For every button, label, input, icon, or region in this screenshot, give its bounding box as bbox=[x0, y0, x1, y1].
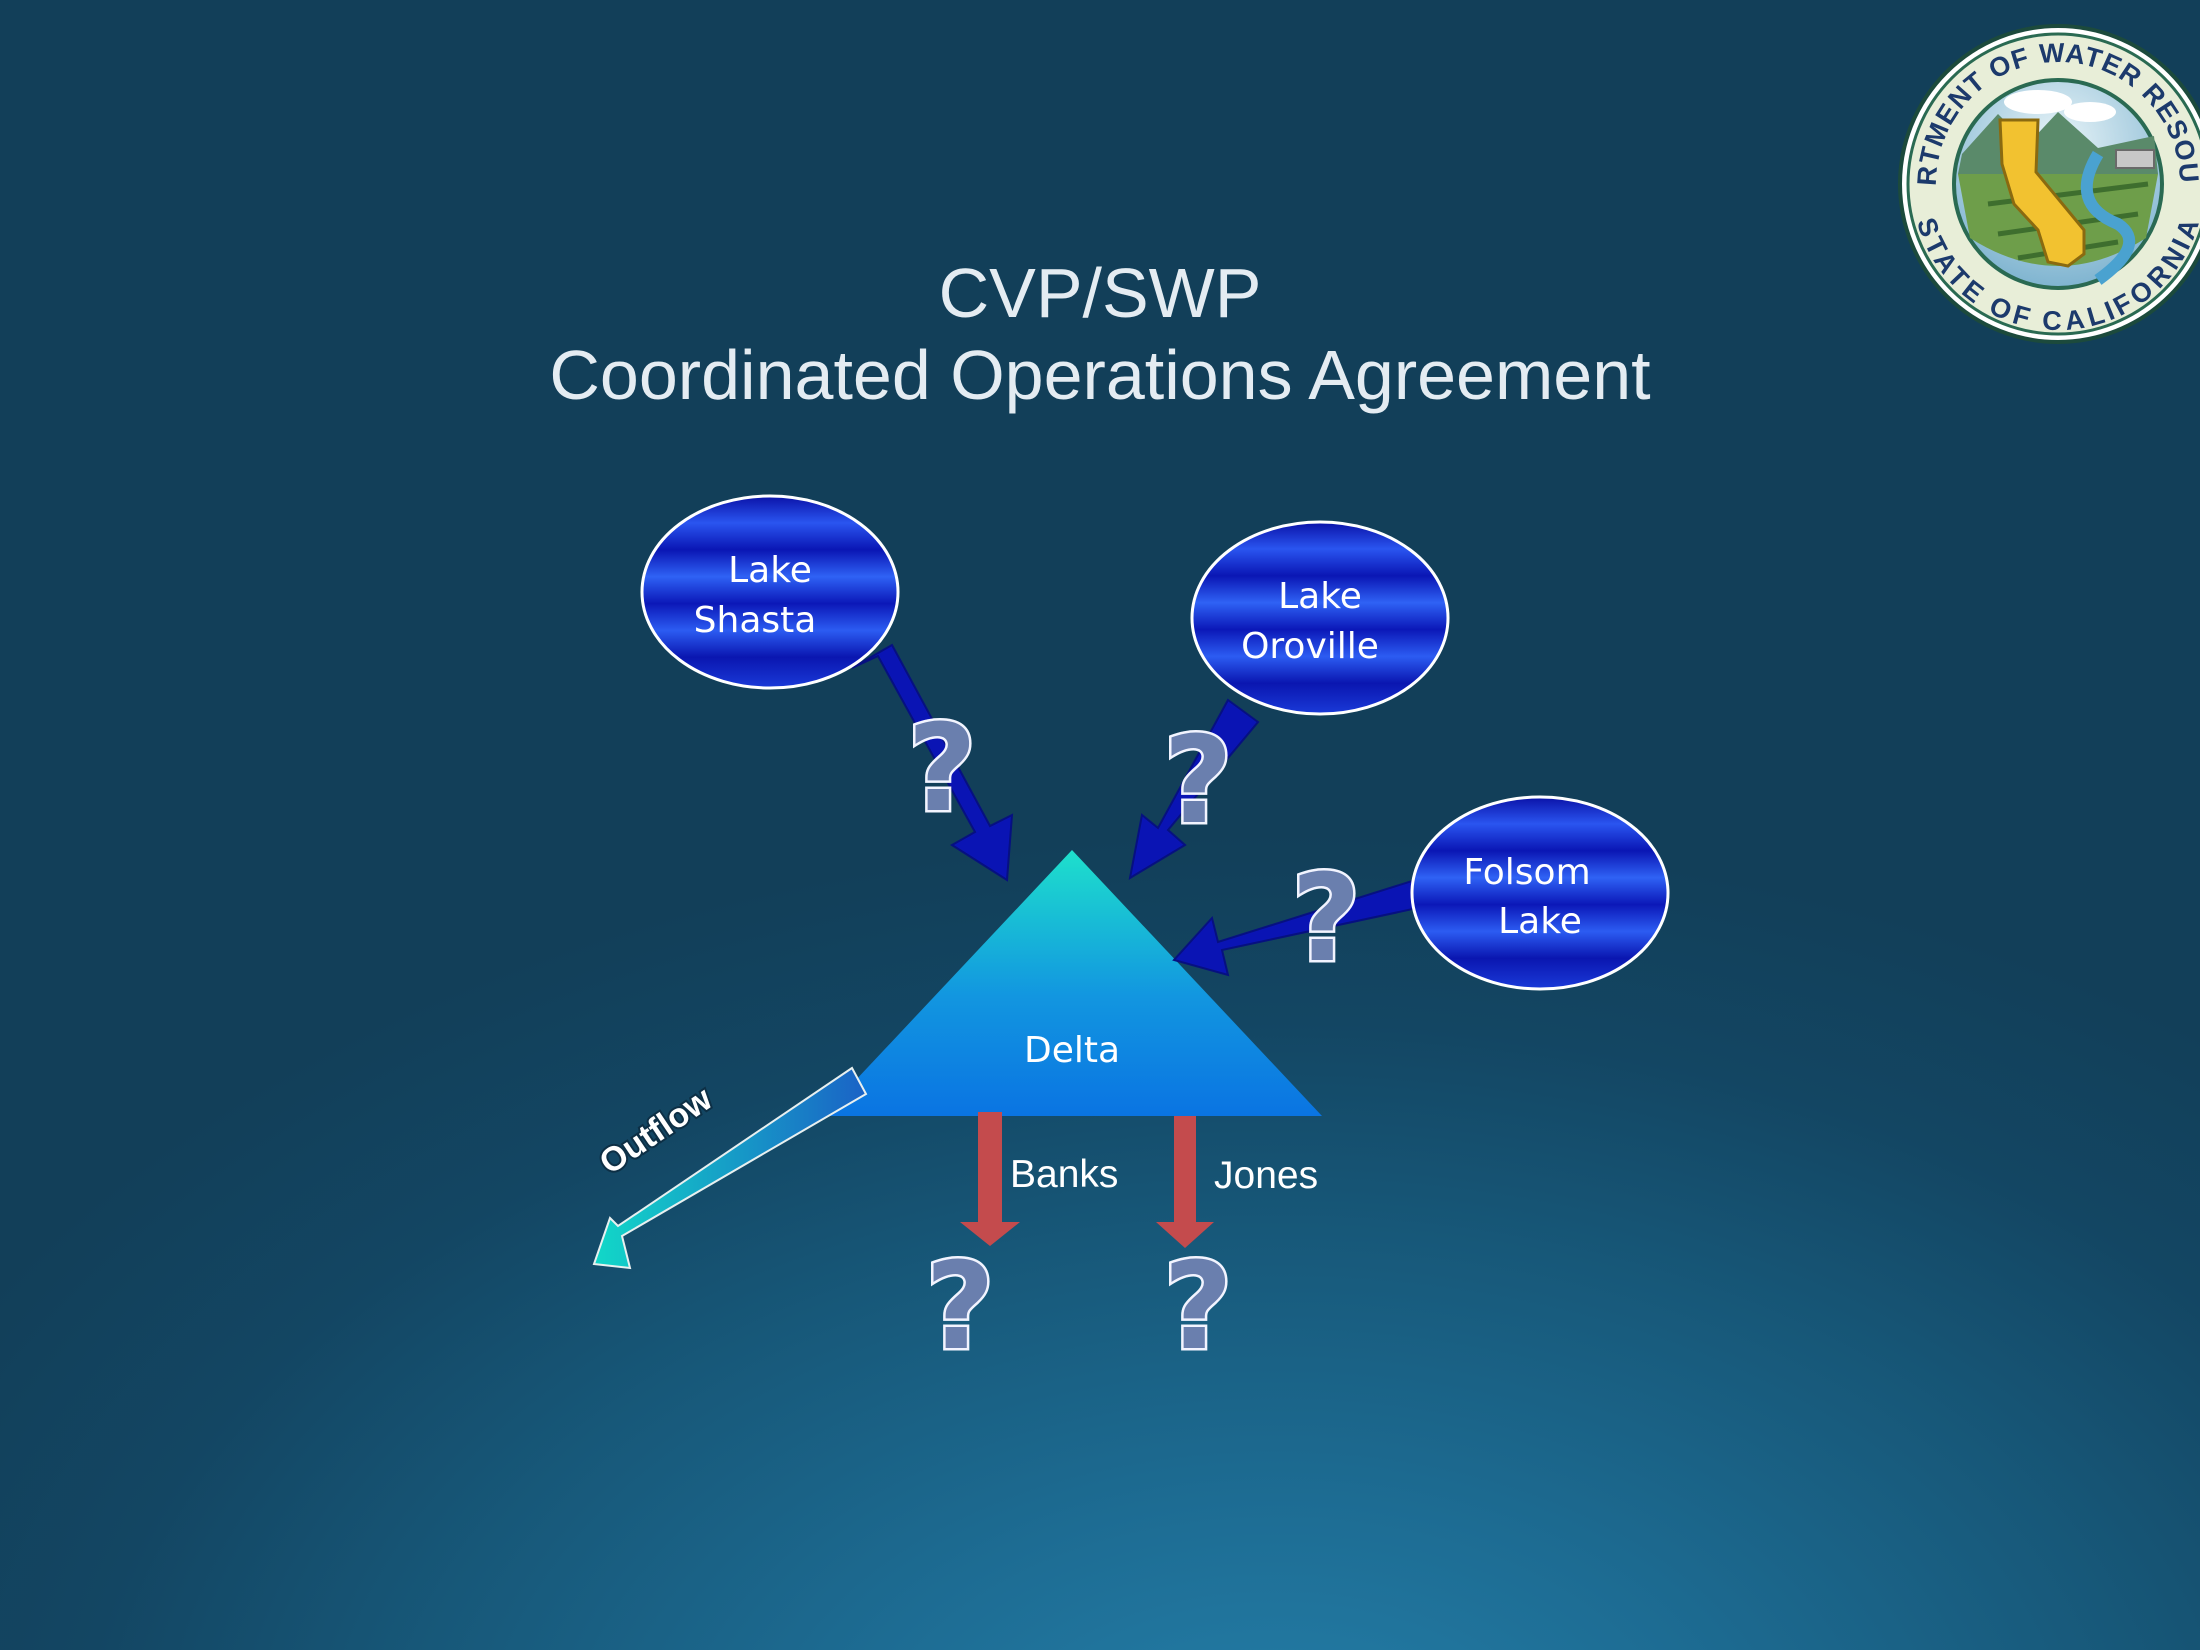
outflow-arrow bbox=[592, 1066, 868, 1270]
reservoir-lake-shasta[interactable]: Lake Shasta bbox=[640, 494, 900, 690]
lake-oroville-line2: Oroville bbox=[1241, 626, 1379, 667]
banks-label: Banks bbox=[1010, 1153, 1118, 1196]
delta-triangle bbox=[822, 850, 1322, 1116]
folsom-lake-line1: Folsom bbox=[1463, 852, 1590, 893]
delta-label: Delta bbox=[1024, 1030, 1120, 1071]
folsom-lake-line2: Lake bbox=[1498, 901, 1582, 942]
oroville-question-mark-icon: ? bbox=[1163, 712, 1233, 851]
outflow-label: Outflow bbox=[593, 1079, 720, 1182]
lake-shasta-line1: Lake bbox=[728, 550, 812, 591]
shasta-inflow-arrow bbox=[851, 643, 1014, 882]
reservoir-folsom-lake[interactable]: Folsom Lake bbox=[1410, 795, 1670, 991]
oroville-inflow-arrow bbox=[1128, 698, 1260, 881]
banks-export-arrow bbox=[960, 1112, 1020, 1246]
lake-shasta-line2: Shasta bbox=[694, 600, 817, 641]
dwr-seal-icon: DEPARTMENT OF WATER RESOURCES STATE OF C… bbox=[1898, 24, 2200, 344]
jones-question-mark-icon: ? bbox=[1163, 1238, 1233, 1377]
jones-export-arrow bbox=[1156, 1116, 1214, 1248]
jones-label: Jones bbox=[1214, 1154, 1318, 1197]
folsom-inflow-arrow bbox=[1172, 874, 1438, 977]
slide-title-line1: CVP/SWP bbox=[938, 254, 1262, 332]
banks-question-mark-icon: ? bbox=[925, 1238, 995, 1377]
slide-title-line2: Coordinated Operations Agreement bbox=[549, 336, 1651, 414]
lake-oroville-line1: Lake bbox=[1278, 576, 1362, 617]
reservoir-lake-oroville[interactable]: Lake Oroville bbox=[1190, 520, 1450, 716]
folsom-question-mark-icon: ? bbox=[1291, 850, 1361, 989]
shasta-question-mark-icon: ? bbox=[907, 700, 977, 839]
